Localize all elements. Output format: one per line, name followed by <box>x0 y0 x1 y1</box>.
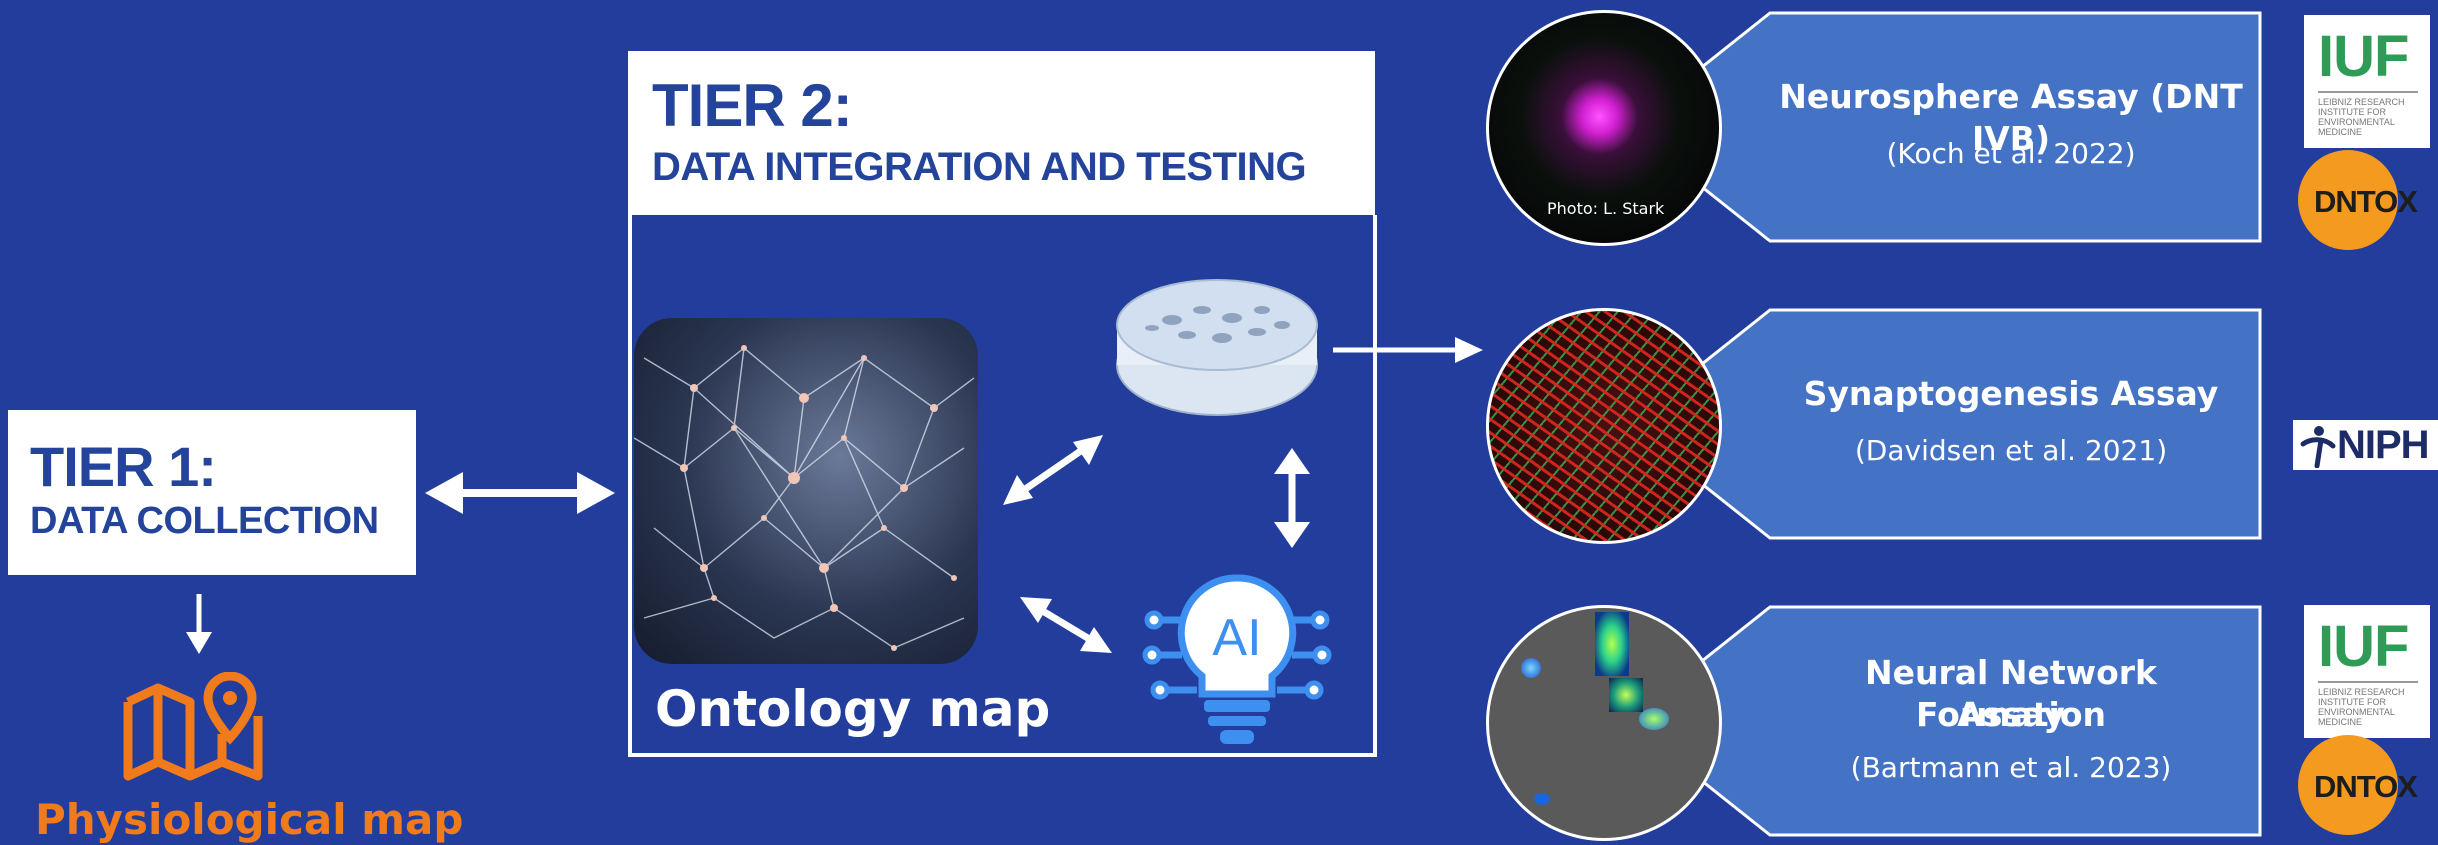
down-arrow-icon <box>186 594 212 654</box>
neural-network-photo <box>1486 605 1722 841</box>
assay-reference: (Davidsen et al. 2021) <box>1854 434 2168 467</box>
vertical-bidirectional-arrow-icon <box>1274 448 1310 548</box>
tier2-frame <box>628 215 1377 757</box>
network-graph-icon <box>634 345 975 651</box>
assay-neurosphere: Neurosphere Assay (DNT IVB) (Koch et al.… <box>1690 11 2262 243</box>
iuf-logo: IUF LEIBNIZ RESEARCH INSTITUTE FOR ENVIR… <box>2304 15 2430 148</box>
ontology-network-image <box>634 318 978 664</box>
niph-figure-icon <box>2300 426 2336 468</box>
assay-synaptogenesis: Synaptogenesis Assay (Davidsen et al. 20… <box>1690 308 2262 540</box>
petri-dish-icon <box>1116 279 1318 416</box>
photo-credit: Photo: L. Stark <box>1547 199 1665 218</box>
iuf-logo: IUF LEIBNIZ RESEARCH INSTITUTE FOR ENVIR… <box>2304 605 2430 738</box>
assay-title: Neurosphere Assay (DNT IVB) <box>1779 77 2243 158</box>
assay-title-line1: Neural Network Formation <box>1865 653 2157 734</box>
ontology-map-label: Ontology map <box>655 680 1051 738</box>
dntox-logo: DNTOX <box>2298 150 2423 260</box>
diagonal-bidirectional-arrow-icon <box>1020 597 1112 653</box>
assay-reference: (Bartmann et al. 2023) <box>1850 751 2172 784</box>
map-pin-icon <box>123 672 263 781</box>
ai-lightbulb-icon: AI <box>1142 574 1332 744</box>
diagonal-bidirectional-arrow-icon <box>1003 435 1103 505</box>
tier1-box: TIER 1: DATA COLLECTION <box>8 410 416 575</box>
right-arrow-icon <box>1333 337 1483 363</box>
dntox-logo: DNTOX <box>2298 735 2423 845</box>
tier2-subtitle: DATA INTEGRATION AND TESTING <box>652 145 1307 189</box>
niph-logo: NIPH <box>2293 420 2438 470</box>
assay-reference: (Koch et al. 2022) <box>1886 137 2136 170</box>
assay-title: Synaptogenesis Assay <box>1803 374 2219 413</box>
tier2-box: TIER 2: DATA INTEGRATION AND TESTING <box>628 51 1375 215</box>
synaptogenesis-photo <box>1486 308 1722 544</box>
tier1-title: TIER 1: <box>30 435 217 498</box>
tier2-title: TIER 2: <box>652 72 853 139</box>
assay-title-line2: Assay <box>1957 695 2065 734</box>
ai-label: AI <box>1212 609 1261 667</box>
neurosphere-photo: Photo: L. Stark <box>1486 10 1722 246</box>
tier1-subtitle: DATA COLLECTION <box>30 500 379 542</box>
physiological-map-label: Physiological map <box>35 795 464 844</box>
assay-neural-network: Neural Network Formation Assay (Bartmann… <box>1690 605 2262 837</box>
bidirectional-arrow-icon <box>425 472 615 514</box>
